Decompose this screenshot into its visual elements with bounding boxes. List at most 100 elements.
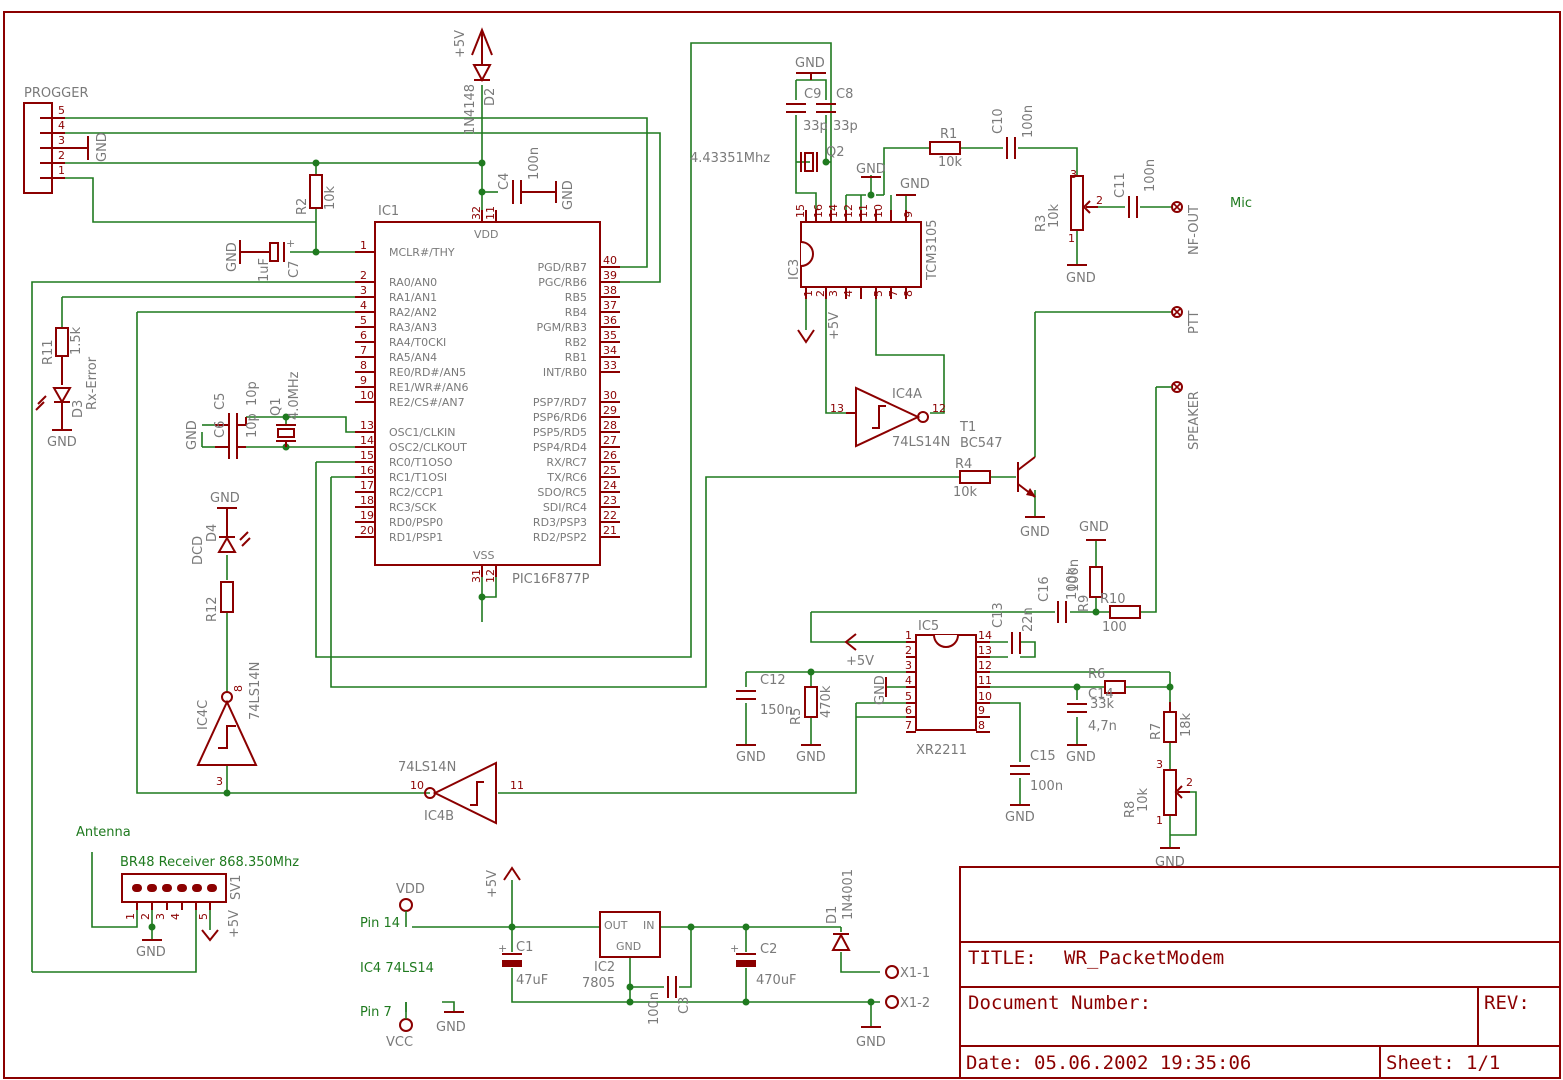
ic1-pin-name: SDO/RC5 [537, 486, 587, 499]
svg-text:GND: GND [210, 491, 240, 506]
ic1-pin-number: 19 [360, 509, 374, 522]
svg-text:GND: GND [616, 940, 641, 953]
x1-1-pad[interactable]: X1-1 [885, 965, 930, 981]
ic1-pin-number: 29 [603, 404, 617, 417]
svg-text:74LS14N: 74LS14N [248, 662, 263, 720]
ic1-pin-name: RC1/T1OSI [389, 471, 447, 484]
svg-text:4: 4 [58, 119, 65, 132]
ic1-pin-number: 30 [603, 389, 617, 402]
d3-led: D3 Rx-Error GND [35, 356, 100, 450]
c6-capacitor: C6 10p GND [185, 413, 260, 459]
ic1-pin-number: 15 [360, 449, 374, 462]
speaker-pad[interactable]: SPEAKER [1156, 381, 1202, 450]
ic5-pin-number: 14 [978, 629, 992, 642]
svg-text:GND: GND [436, 1020, 466, 1035]
svg-text:33p: 33p [833, 119, 858, 134]
svg-text:Rx-Error: Rx-Error [85, 356, 100, 410]
svg-text:C6: C6 [213, 421, 228, 438]
ic1-pin-number: 8 [360, 359, 367, 372]
svg-text:13: 13 [830, 402, 844, 415]
svg-text:100n: 100n [527, 147, 542, 180]
date-label: Date: [966, 1052, 1023, 1074]
svg-text:R8: R8 [1123, 801, 1138, 818]
svg-text:NF-OUT: NF-OUT [1187, 205, 1202, 255]
svg-text:5: 5 [197, 913, 210, 920]
svg-text:7: 7 [887, 290, 900, 297]
svg-text:10: 10 [872, 204, 885, 218]
svg-text:D4: D4 [205, 524, 220, 542]
ic1-pin-number: 26 [603, 449, 617, 462]
ic1-pin-name: RB4 [565, 306, 587, 319]
ic1-pin-number: 20 [360, 524, 374, 537]
svg-text:R4: R4 [955, 457, 972, 472]
ic1-pin-name: MCLR#/THY [389, 246, 455, 259]
ic5-pin-number: 6 [905, 704, 912, 717]
c12-capacitor: C12 150n GND [736, 673, 793, 765]
ic1-pin-name: SDI/RC4 [543, 501, 587, 514]
svg-text:150n: 150n [760, 703, 793, 718]
svg-text:C13: C13 [991, 602, 1006, 628]
svg-text:3: 3 [1070, 168, 1077, 181]
ic1-pin-name: RA2/AN2 [389, 306, 437, 319]
c16-capacitor: C16 100n [1037, 559, 1082, 623]
svg-text:74LS14N: 74LS14N [892, 435, 950, 450]
ic1-pin-name: OSC1/CLKIN [389, 426, 456, 439]
svg-text:R11: R11 [41, 339, 56, 365]
document-number-label: Document Number: [968, 992, 1151, 1014]
x1-2-pad[interactable]: X1-2 GND [856, 995, 930, 1050]
r11-resistor: R11 1.5k [41, 326, 84, 385]
ptt-pad[interactable]: PTT [1171, 306, 1202, 334]
ic3-modem-chip: IC3 TCM3105 15 16 14 12 11 10 9 1 2 3 4 … [787, 162, 940, 344]
ic1-pin-number: 27 [603, 434, 617, 447]
ic1-pin-number: 25 [603, 464, 617, 477]
ic5-pin-number: 13 [978, 644, 992, 657]
svg-text:C5: C5 [213, 393, 228, 410]
c1-capacitor: + C1 47uF [498, 940, 548, 988]
ic5-pin-number: 12 [978, 659, 992, 672]
ic1-pin-name: PSP6/RD6 [533, 411, 587, 424]
svg-text:1N4148: 1N4148 [463, 84, 478, 135]
svg-text:1: 1 [58, 164, 65, 177]
svg-text:31: 31 [470, 569, 483, 583]
ic5-pin-number: 10 [978, 690, 992, 703]
svg-text:GND: GND [225, 242, 240, 272]
svg-text:11: 11 [510, 779, 524, 792]
svg-text:R6: R6 [1088, 667, 1105, 682]
svg-text:100n: 100n [1030, 779, 1063, 794]
ic1-pin-name: PSP4/RD4 [533, 441, 587, 454]
nf-out-pad[interactable]: NF-OUT Mic [1171, 196, 1252, 255]
svg-text:GND: GND [795, 56, 825, 71]
ic1-pin-name: RE0/RD#/AN5 [389, 366, 466, 379]
svg-text:11: 11 [484, 206, 497, 220]
ic1-pin-name: RE1/WR#/AN6 [389, 381, 469, 394]
ic4b-schmitt-inverter: 74LS14N IC4B 10 11 [398, 760, 524, 825]
svg-text:10k: 10k [938, 155, 963, 170]
c7-capacitor: + GND 1uF C7 [225, 237, 302, 282]
svg-text:2: 2 [139, 913, 152, 920]
svg-text:Q1: Q1 [269, 397, 284, 416]
svg-text:C16: C16 [1037, 576, 1052, 602]
ic1-pin-number: 13 [360, 419, 374, 432]
r6-resistor: R6 33k [1088, 667, 1126, 712]
svg-text:10k: 10k [1047, 203, 1062, 228]
svg-text:VSS: VSS [473, 549, 495, 562]
svg-text:C12: C12 [760, 673, 786, 688]
svg-text:PTT: PTT [1187, 310, 1202, 334]
vcc-pad[interactable]: VCC GND [386, 1002, 466, 1050]
svg-text:47uF: 47uF [516, 973, 548, 988]
svg-text:100: 100 [1102, 620, 1127, 635]
ic5-pin-number: 7 [905, 719, 912, 732]
ic1-pin-name: TX/RC6 [546, 471, 587, 484]
r9-resistor: GND R9 100k [1065, 520, 1109, 612]
vdd-pad[interactable]: VDD Pin 14 IC4 74LS14 Pin 7 [360, 882, 434, 1020]
xtal-freq-label: 4.43351Mhz [690, 151, 770, 166]
svg-text:VDD: VDD [396, 882, 425, 897]
svg-text:OUT: OUT [604, 919, 628, 932]
c13-capacitor: C13 22n [991, 602, 1036, 654]
svg-text:VDD: VDD [474, 228, 498, 241]
svg-text:3: 3 [58, 134, 65, 147]
ic1-pin-number: 16 [360, 464, 374, 477]
svg-text:4,7n: 4,7n [1088, 719, 1117, 734]
ic1-pin-number: 9 [360, 374, 367, 387]
